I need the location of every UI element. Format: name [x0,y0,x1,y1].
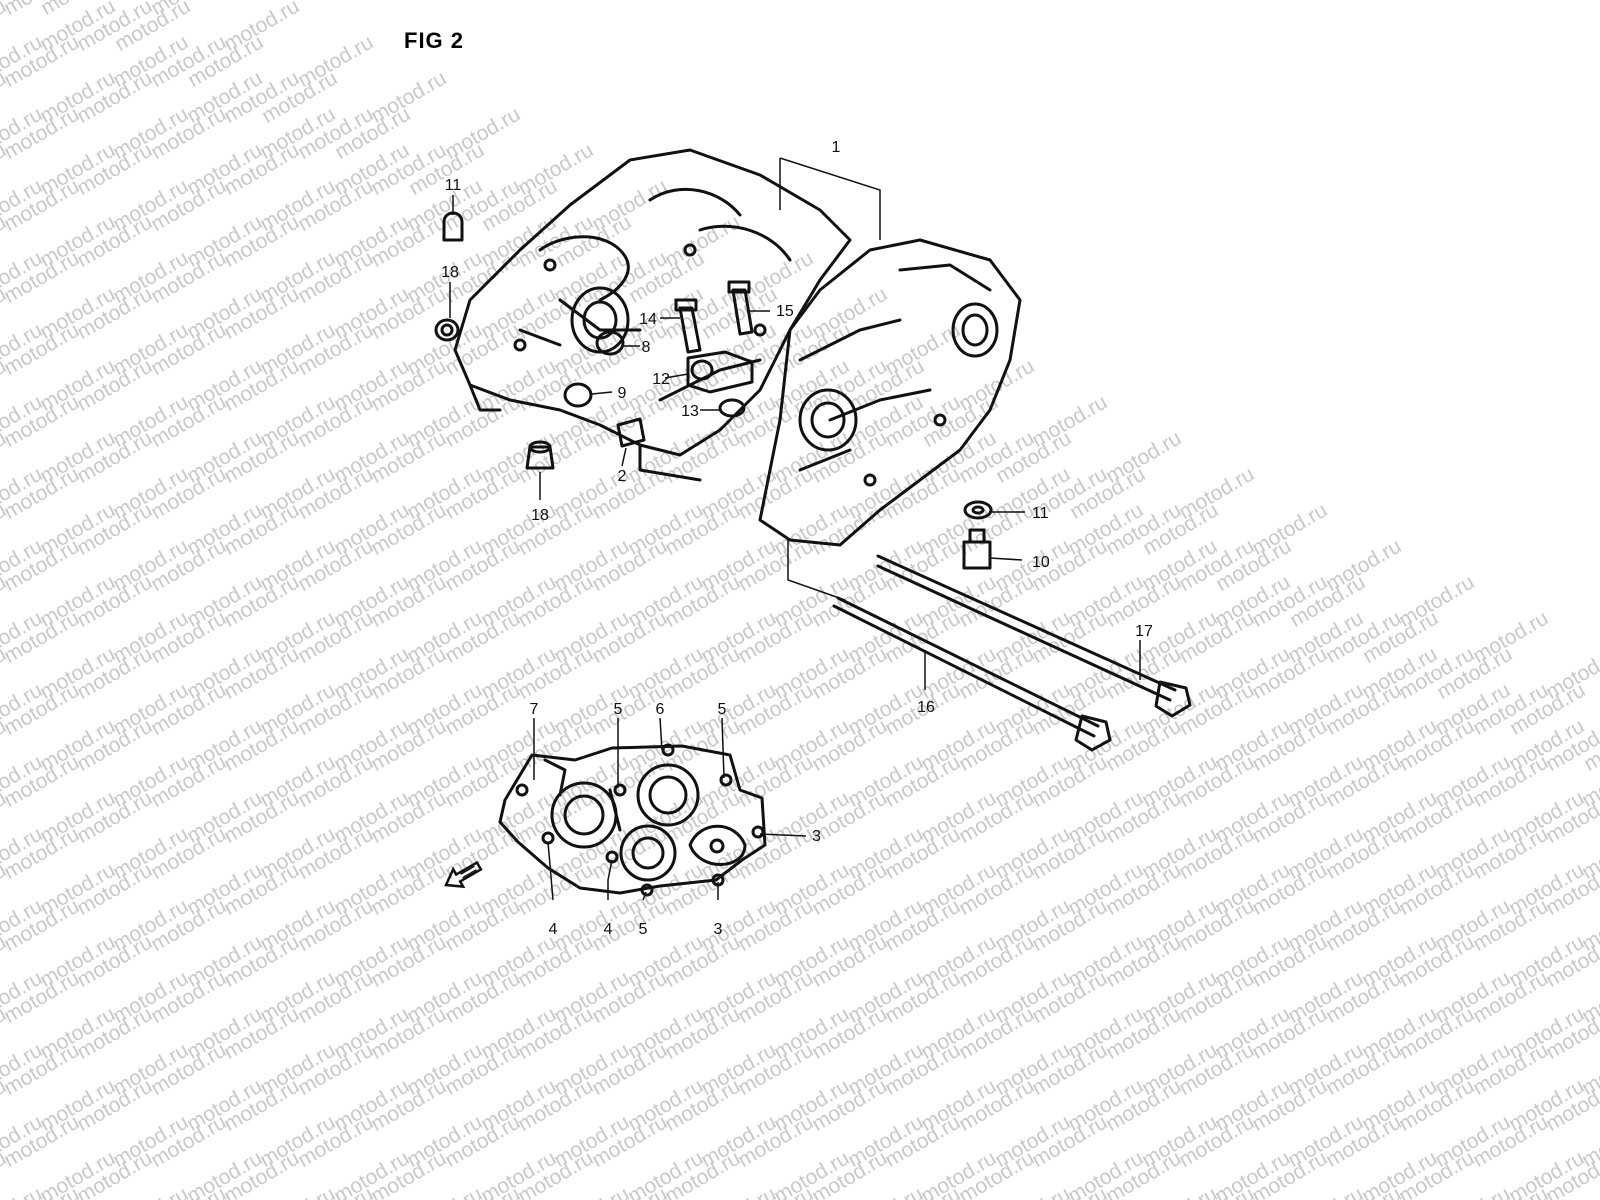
crankcase-right-half [758,238,1022,547]
callout-15: 15 [776,303,794,320]
cap-part-11-upper [442,211,464,242]
callout-1: 1 [832,139,841,156]
crankcase-assembly [453,148,1022,547]
callout-7: 7 [530,701,539,718]
dowel-part-2 [616,417,646,448]
callout-4-left: 4 [549,921,558,938]
o-ring-part-9 [563,382,593,408]
callout-8: 8 [642,339,651,356]
bolt-part-15 [727,280,754,336]
callout-9: 9 [618,385,627,402]
callout-5-top-left: 5 [614,701,623,718]
callout-13: 13 [681,403,699,420]
callout-12: 12 [652,371,670,388]
callout-5-top-right: 5 [718,701,727,718]
o-ring-part-8 [595,330,625,356]
callout-5-bottom: 5 [639,921,648,938]
grommet-part-18-upper [434,318,460,342]
crankcase-left-half [453,148,852,457]
figure-title: FIG 2 [404,28,465,53]
callout-6: 6 [656,701,665,718]
leader-lines [449,157,1141,901]
callout-18-upper: 18 [441,264,459,281]
bolt-part-14 [674,298,702,354]
plug-part-10 [962,528,992,570]
callout-11-upper: 11 [445,177,462,194]
stud-part-16 [832,596,1112,752]
callout-11-lower: 11 [1032,505,1049,522]
lower-crankcase-view [498,743,767,897]
callout-3-bottom: 3 [714,921,723,938]
washer-part-11-lower [963,500,993,520]
callout-14: 14 [639,311,657,328]
callout-10: 10 [1032,554,1050,571]
seal-part-13 [718,398,746,418]
callout-16: 16 [917,699,935,716]
callout-18-lower: 18 [531,507,549,524]
direction-arrow-icon [444,860,483,889]
callout-2: 2 [618,468,627,485]
callout-4-center: 4 [604,921,613,938]
callout-17: 17 [1135,623,1153,640]
stud-part-17 [876,554,1192,718]
callout-3-right: 3 [812,828,821,845]
grommet-part-18-lower [525,440,555,470]
fitting-part-12 [686,350,754,394]
